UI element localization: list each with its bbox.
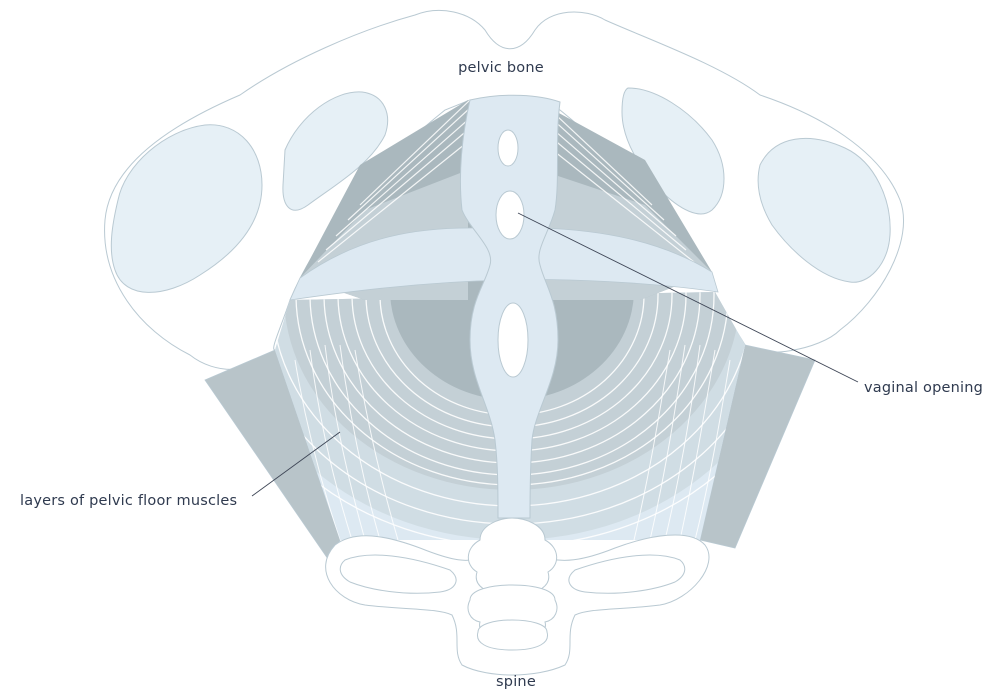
right-ilium-wing xyxy=(757,137,891,283)
vaginal-opening-shape xyxy=(495,190,525,240)
urethral-opening xyxy=(497,129,519,167)
right-obturator-foramen xyxy=(621,87,725,215)
label-pelvic-floor-layers: layers of pelvic floor muscles xyxy=(20,493,237,509)
label-vaginal-opening: vaginal opening xyxy=(864,380,983,396)
label-pelvic-bone: pelvic bone xyxy=(458,60,544,76)
left-obturator-foramen xyxy=(282,91,389,211)
pelvic-bone xyxy=(104,9,905,370)
central-canals xyxy=(459,94,561,519)
pelvic-floor-leader-line xyxy=(251,431,341,497)
label-spine: spine xyxy=(496,674,536,690)
vaginal-opening-leader-line xyxy=(517,212,859,383)
spine xyxy=(325,517,710,676)
anal-opening xyxy=(497,302,529,378)
outer-fiber-lines xyxy=(294,344,731,540)
left-ilium-wing xyxy=(110,124,263,293)
